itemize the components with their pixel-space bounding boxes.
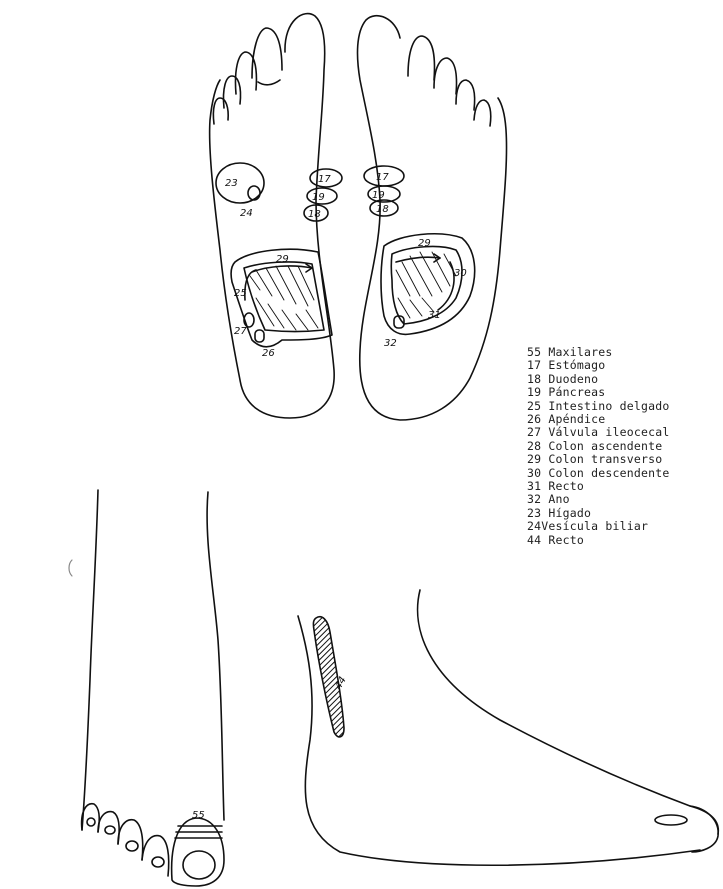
front-toenail-1: [183, 851, 215, 879]
legend-item: 18 Duodeno: [527, 373, 669, 386]
legend-item: 44 Recto: [527, 534, 669, 547]
margin-mark: [69, 560, 72, 576]
left-zone-26-appendix: [255, 330, 264, 342]
side-foot: 44: [298, 590, 718, 865]
left-sole: 23 24 17 19 18 29 25 27 26: [210, 14, 342, 418]
right-sole: 17 19 18 29 30 31 32: [358, 16, 507, 420]
right-label-29: 29: [418, 238, 431, 249]
right-colon-transverse-arrow: [396, 257, 440, 262]
front-toe-4: [98, 812, 119, 844]
side-foot-big-toe: [690, 806, 718, 852]
side-foot-front-edge: [418, 590, 719, 834]
left-label-17: 17: [318, 174, 331, 185]
legend-item: 26 Apéndice: [527, 413, 669, 426]
right-label-19: 19: [372, 190, 385, 201]
legend-item: 32 Ano: [527, 493, 669, 506]
front-foot-right-edge: [207, 492, 224, 820]
legend-item: 29 Colon transverso: [527, 453, 669, 466]
legend-item: 55 Maxilares: [527, 346, 669, 359]
right-intestine-inner-outline: [391, 247, 462, 324]
legend-item: 23 Hígado: [527, 507, 669, 520]
left-label-19: 19: [312, 192, 325, 203]
legend-item: 27 Válvula ileocecal: [527, 426, 669, 439]
right-toe-4: [456, 80, 475, 110]
legend-item: 17 Estómago: [527, 359, 669, 372]
right-toe-3: [434, 58, 457, 94]
right-label-31: 31: [428, 310, 441, 321]
side-foot-toenail: [655, 815, 687, 825]
front-toe-3: [118, 820, 143, 860]
front-toenail-2: [152, 857, 164, 867]
left-label-24: 24: [240, 208, 253, 219]
left-label-25: 25: [234, 288, 247, 299]
right-label-32: 32: [384, 338, 397, 349]
left-label-23: 23: [225, 178, 238, 189]
left-colon-transverse-arrow: [252, 266, 312, 272]
right-toe-2: [408, 36, 435, 80]
legend-item: 25 Intestino delgado: [527, 400, 669, 413]
legend-item: 28 Colon ascendente: [527, 440, 669, 453]
right-toe-5: [474, 100, 491, 126]
right-label-30: 30: [454, 268, 467, 279]
legend-item: 19 Páncreas: [527, 386, 669, 399]
left-toe-3: [235, 52, 256, 94]
front-foot: 55: [82, 490, 224, 886]
right-sole-outline: [358, 16, 507, 420]
legend-item: 24Vesícula biliar: [527, 520, 669, 533]
left-toe-5: [213, 98, 228, 124]
front-toenail-3: [126, 841, 138, 851]
left-zone-24-gallbladder: [248, 186, 260, 200]
legend: 55 Maxilares17 Estómago18 Duodeno19 Pánc…: [527, 346, 669, 547]
left-label-26: 26: [262, 348, 275, 359]
front-toenail-4: [105, 826, 115, 834]
left-label-27: 27: [234, 326, 247, 337]
left-label-29: 29: [276, 254, 289, 265]
front-toe-1: [172, 818, 224, 886]
legend-item: 31 Recto: [527, 480, 669, 493]
front-label-55: 55: [192, 810, 205, 821]
side-foot-back-edge: [298, 616, 700, 865]
right-label-18: 18: [376, 204, 389, 215]
front-toenail-5: [87, 818, 95, 826]
left-zone-23-liver: [216, 163, 264, 203]
right-label-17: 17: [376, 172, 389, 183]
left-label-18: 18: [308, 209, 321, 220]
front-foot-left-edge: [82, 490, 98, 830]
left-toe-nail-crease: [258, 80, 280, 85]
front-toe-2: [142, 836, 169, 876]
legend-item: 30 Colon descendente: [527, 467, 669, 480]
